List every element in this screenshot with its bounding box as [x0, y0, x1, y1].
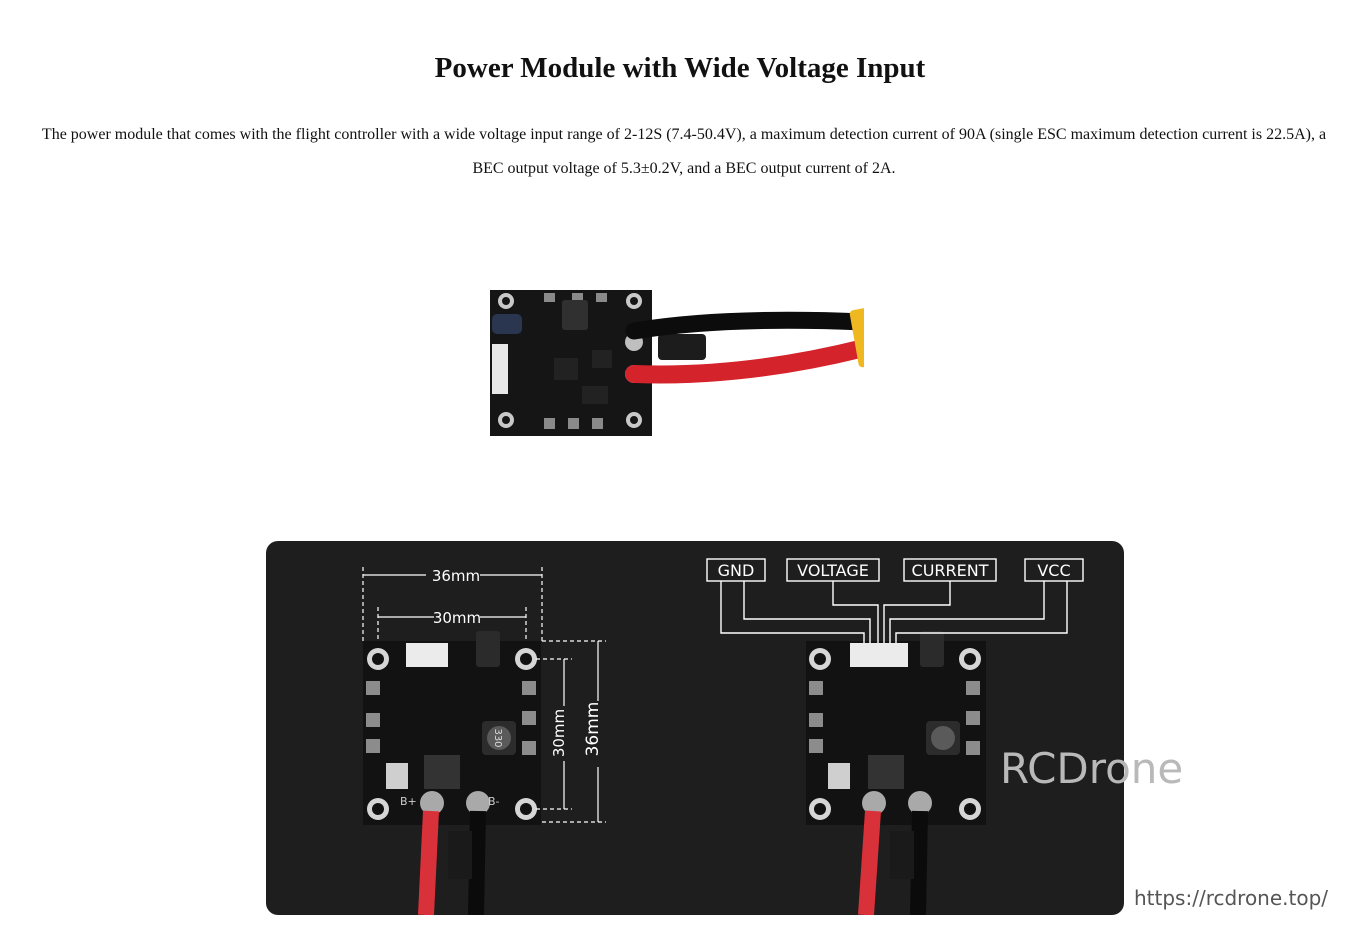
right-board	[806, 631, 986, 915]
power-module-photo	[484, 286, 908, 451]
current-label: CURRENT	[912, 561, 989, 580]
left-board: 330 B+ B-	[363, 631, 541, 915]
inductor-label: 330	[492, 728, 503, 747]
voltage-label: VOLTAGE	[797, 561, 869, 580]
height-36-label: 36mm	[583, 702, 603, 757]
rcdrone-watermark: RCDrone	[1000, 744, 1184, 793]
bplus-label: B+	[400, 795, 417, 808]
gnd-label: GND	[718, 561, 755, 580]
vcc-label: VCC	[1037, 561, 1070, 580]
bminus-label: B-	[488, 795, 500, 808]
product-description: The power module that comes with the fli…	[41, 126, 1327, 177]
page-title: Power Module with Wide Voltage Input	[434, 52, 926, 84]
width-30-label: 30mm	[433, 609, 481, 627]
vcc-box	[1024, 558, 1084, 582]
url-watermark: https://rcdrone.top/	[1134, 886, 1329, 910]
dimension-diagram: 330 B+ B-	[266, 541, 1124, 915]
height-30-label: 30mm	[550, 709, 568, 757]
gnd-box	[706, 558, 766, 582]
width-36-label: 36mm	[432, 567, 480, 585]
